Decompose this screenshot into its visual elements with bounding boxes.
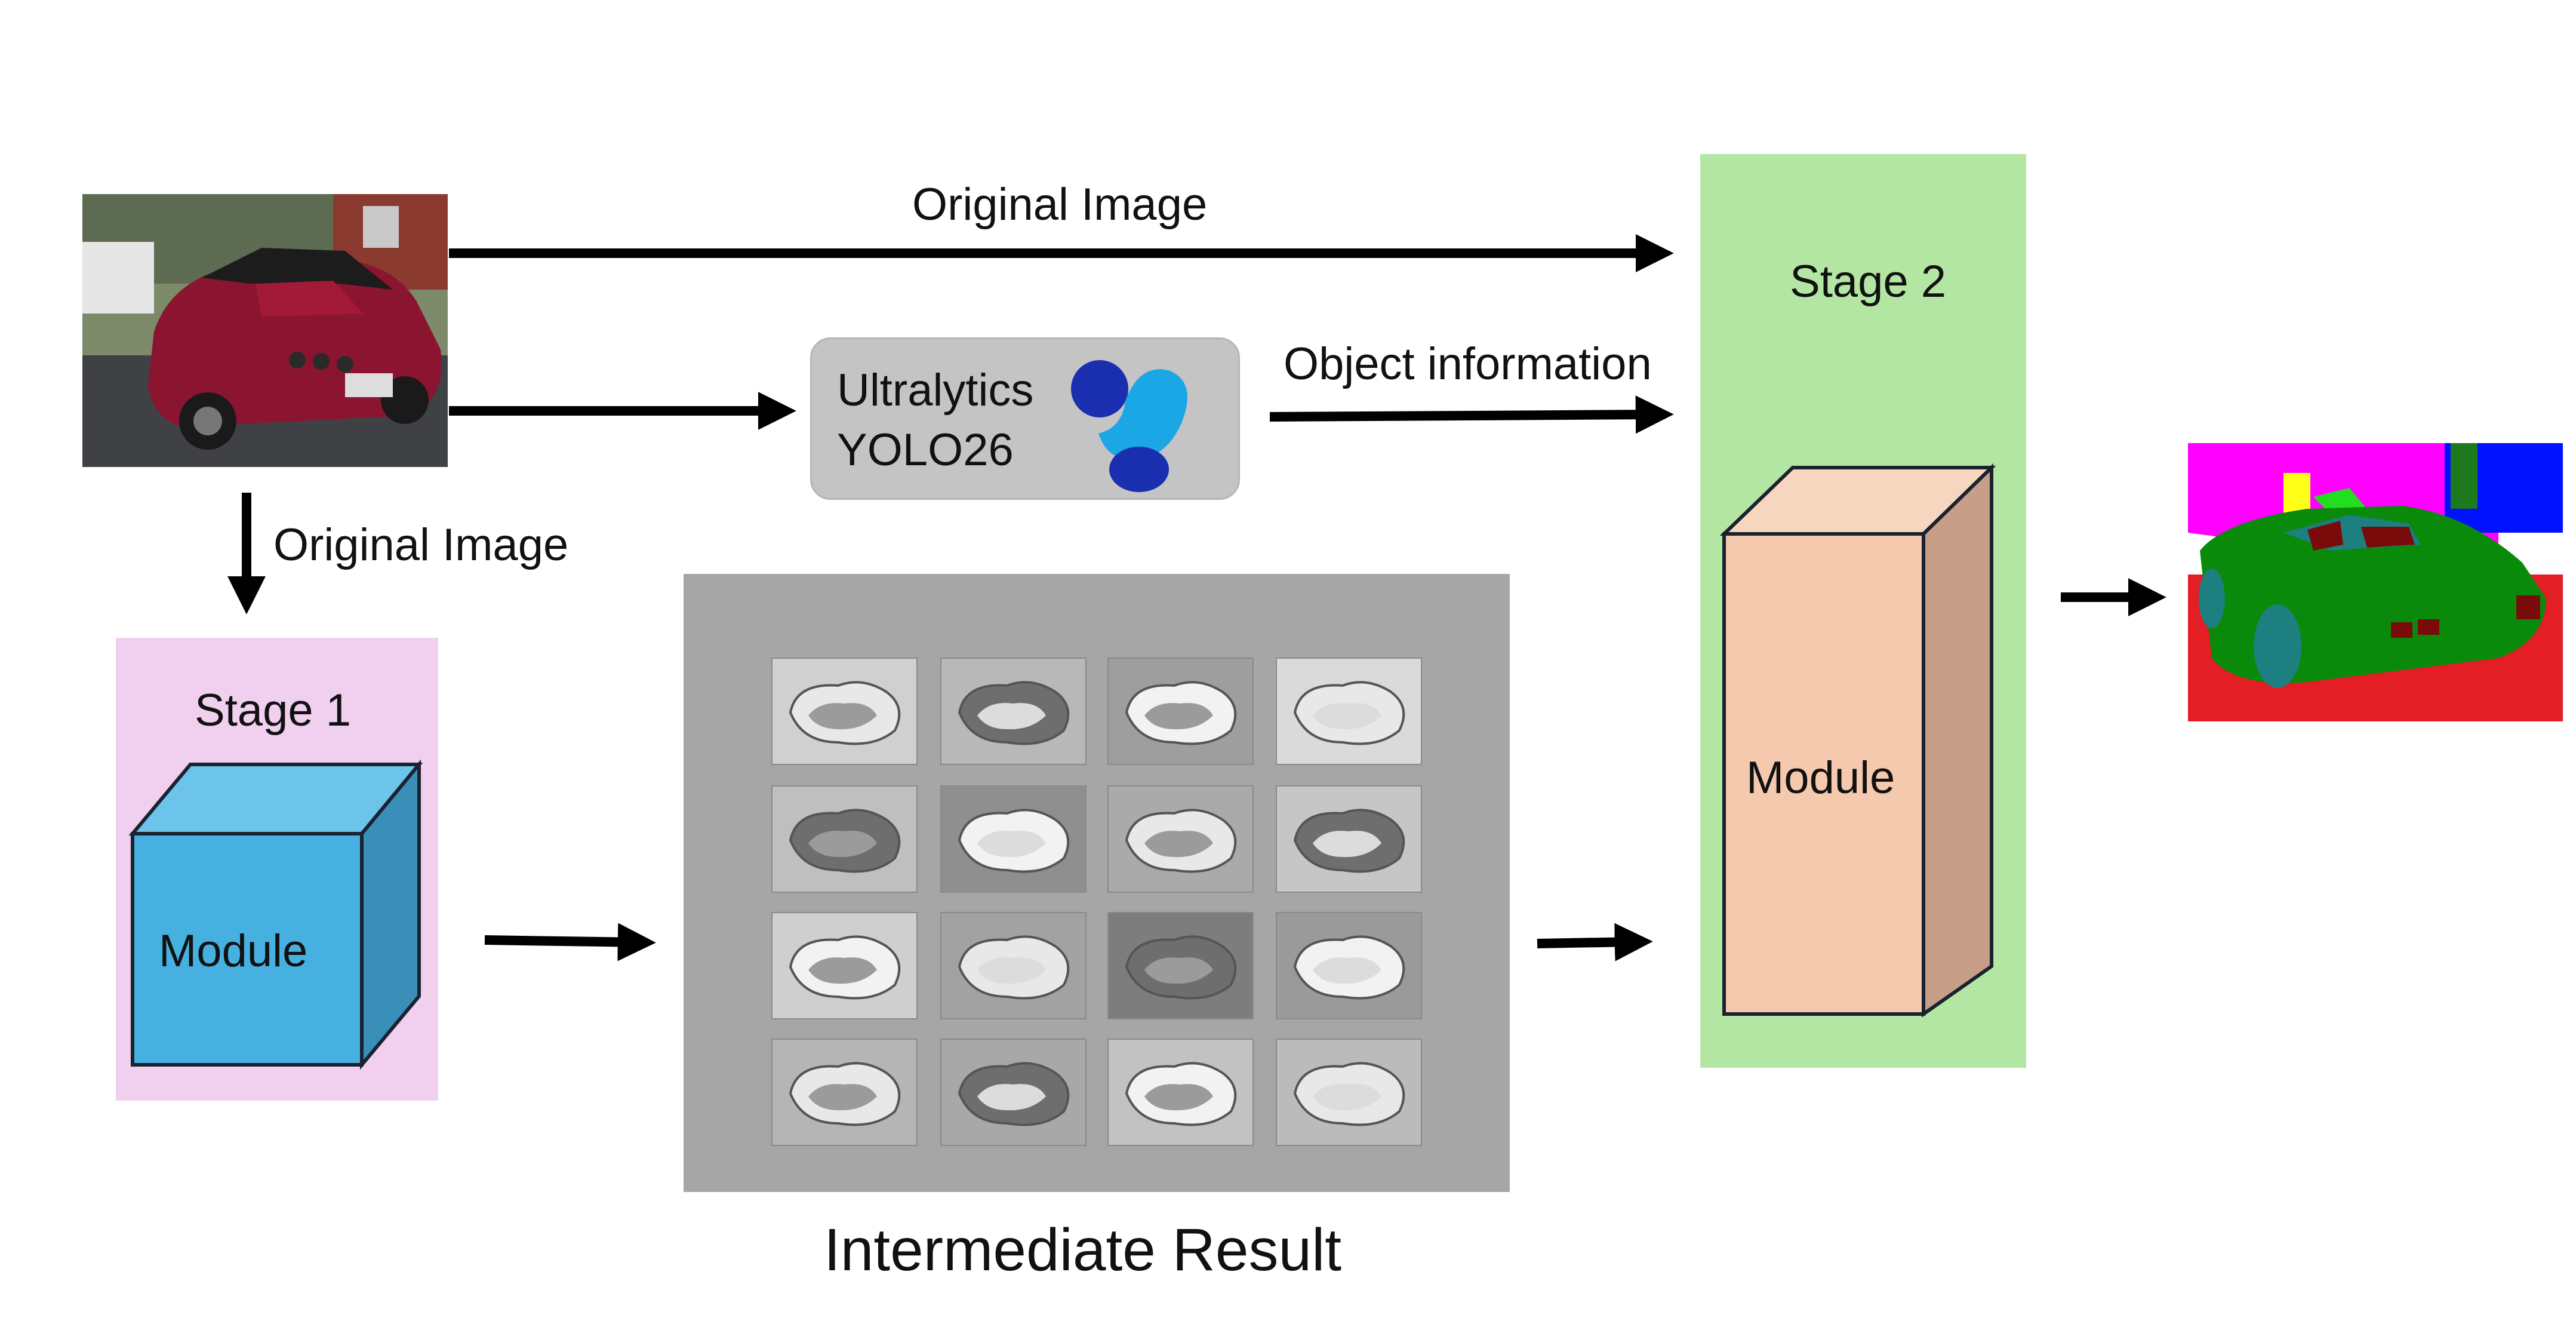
stage2-box: Stage 2 Module	[1700, 154, 2026, 1068]
stage2-cuboid-icon	[1719, 463, 1996, 1018]
feature-map-tile	[771, 1039, 918, 1146]
feature-map-tile	[1107, 785, 1254, 893]
yolo-name-line1: Ultralytics	[837, 365, 1034, 416]
feature-map-tile	[940, 912, 1087, 1019]
stage1-module-label: Module	[159, 926, 308, 976]
stage1-cube-icon	[128, 759, 423, 1070]
feature-map-tile	[940, 785, 1087, 893]
stage2-title: Stage 2	[1790, 256, 1946, 307]
feature-map-tile	[940, 658, 1087, 765]
feature-map-tile	[771, 912, 918, 1019]
ultralytics-logo-icon	[1071, 360, 1187, 492]
label-original-image-left: Original Image	[273, 520, 569, 570]
feature-map-tile	[1276, 658, 1422, 765]
stage2-module-label: Module	[1746, 752, 1895, 803]
feature-map-tile	[771, 658, 918, 765]
feature-map-tile	[1107, 658, 1254, 765]
segmentation-mask-image	[2188, 443, 2563, 721]
input-car-photo	[82, 194, 448, 467]
label-object-information: Object information	[1284, 339, 1652, 389]
arrow-yolo-to-stage2	[1269, 395, 1674, 434]
arrow-intermediate-to-stage2	[1537, 923, 1653, 961]
feature-map-tile	[1276, 1039, 1422, 1146]
intermediate-result-caption: Intermediate Result	[824, 1216, 1342, 1283]
stage1-title: Stage 1	[195, 685, 351, 736]
label-original-image-top: Original Image	[912, 179, 1208, 230]
feature-map-tile	[1276, 785, 1422, 893]
feature-map-tile	[1107, 912, 1254, 1019]
feature-map-tile	[1107, 1039, 1254, 1146]
feature-map-tile	[940, 1039, 1087, 1146]
intermediate-result-panel	[684, 574, 1510, 1192]
feature-map-tile	[1276, 912, 1422, 1019]
yolo-name-line2: YOLO26	[837, 425, 1014, 475]
yolo-detector-box: Ultralytics YOLO26	[810, 337, 1240, 500]
stage1-box: Stage 1 Module	[116, 638, 438, 1101]
feature-map-tile	[771, 785, 918, 893]
arrow-stage1-to-intermediate	[484, 923, 656, 961]
